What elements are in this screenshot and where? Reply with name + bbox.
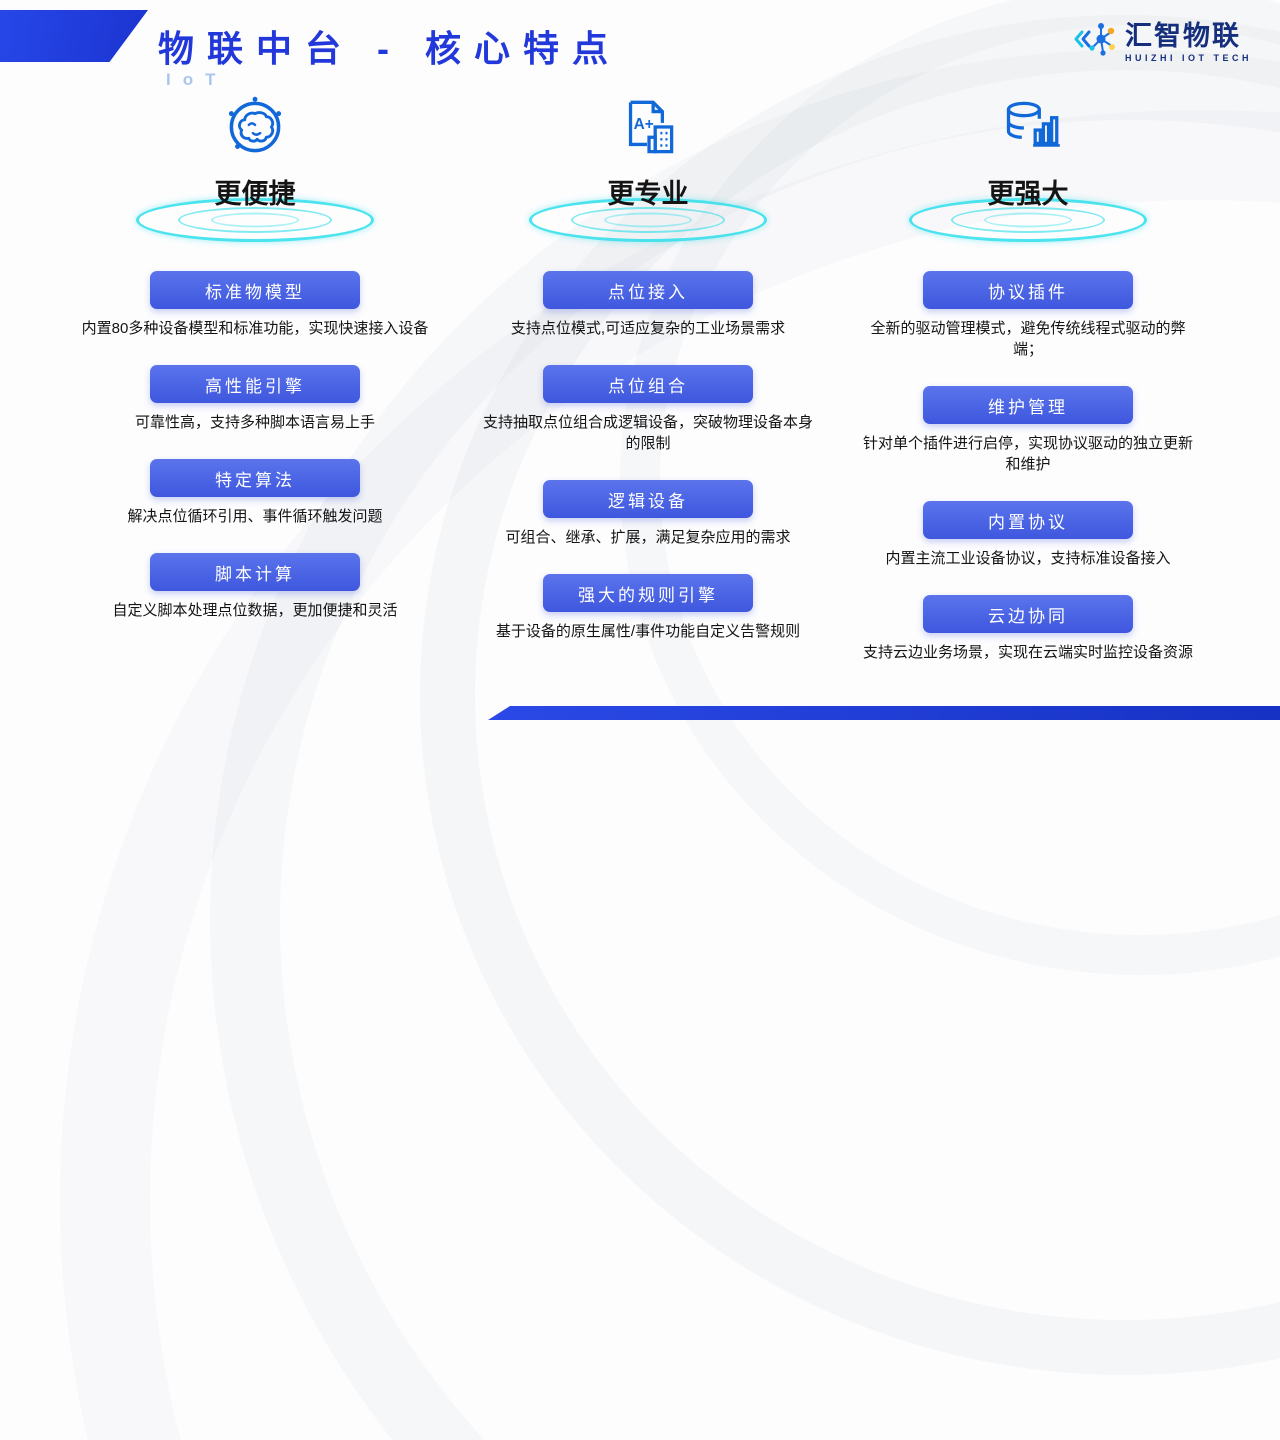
halo-ring-inner xyxy=(211,212,299,228)
brand-text: 汇智物联 HUIZHI IOT TECH xyxy=(1125,21,1252,63)
feature-desc: 支持云边业务场景，实现在云端实时监控设备资源 xyxy=(862,644,1193,661)
feature-item: 内置协议 内置主流工业设备协议，支持标准设备接入 xyxy=(850,501,1206,569)
feature-item: 标准物模型 内置80多种设备模型和标准功能，实现快速接入设备 xyxy=(75,271,435,339)
feature-chip: 协议插件 xyxy=(923,271,1133,309)
database-chart-icon xyxy=(850,90,1206,168)
halo-ring-inner xyxy=(604,212,692,228)
feature-chip: 内置协议 xyxy=(923,501,1133,539)
network-hub-icon xyxy=(1071,16,1117,67)
column-heading: 更便捷 xyxy=(214,179,296,209)
smart-brain-icon xyxy=(75,90,435,168)
halo-ring-inner xyxy=(984,212,1072,228)
feature-desc: 支持点位模式,可适应复杂的工业场景需求 xyxy=(510,320,786,337)
feature-item: 点位组合 支持抽取点位组合成逻辑设备，突破物理设备本身的限制 xyxy=(470,365,826,454)
halo-ring-outer xyxy=(529,198,767,242)
document-certificate-icon: A+ xyxy=(470,90,826,168)
page-subtitle: IoT xyxy=(166,70,228,89)
halo-ring-outer xyxy=(136,198,374,242)
halo-rings xyxy=(470,198,826,242)
feature-column-convenient: 更便捷 标准物模型 内置80多种设备模型和标准功能，实现快速接入设备 高性能引擎… xyxy=(75,90,435,663)
feature-item: 强大的规则引擎 基于设备的原生属性/事件功能自定义告警规则 xyxy=(470,574,826,642)
feature-chip: 点位组合 xyxy=(543,365,753,403)
feature-desc: 支持抽取点位组合成逻辑设备，突破物理设备本身的限制 xyxy=(482,414,813,452)
feature-chip: 逻辑设备 xyxy=(543,480,753,518)
feature-desc: 基于设备的原生属性/事件功能自定义告警规则 xyxy=(495,623,801,640)
feature-column-powerful: 更强大 协议插件 全新的驱动管理模式，避免传统线程式驱动的弊端； 维护管理 针对… xyxy=(850,90,1206,663)
feature-desc: 全新的驱动管理模式，避免传统线程式驱动的弊端； xyxy=(870,320,1186,358)
halo-rings xyxy=(850,198,1206,242)
halo-ring-outer xyxy=(909,198,1147,242)
feature-desc: 自定义脚本处理点位数据，更加便捷和灵活 xyxy=(112,602,398,619)
feature-desc: 解决点位循环引用、事件循环触发问题 xyxy=(127,508,383,525)
feature-chip: 维护管理 xyxy=(923,386,1133,424)
feature-item: 维护管理 针对单个插件进行启停，实现协议驱动的独立更新和维护 xyxy=(850,386,1206,475)
feature-desc: 内置主流工业设备协议，支持标准设备接入 xyxy=(885,550,1171,567)
halo-ring-middle xyxy=(951,207,1105,233)
corner-accent-shape xyxy=(0,10,148,62)
feature-column-professional: A+ 更专业 点位接入 支持点位模式,可适应复杂的工业场景需求 点位组合 支持抽… xyxy=(470,90,826,663)
column-heading: 更专业 xyxy=(607,179,689,209)
feature-desc: 可组合、继承、扩展，满足复杂应用的需求 xyxy=(505,529,791,546)
feature-chip: 强大的规则引擎 xyxy=(543,574,753,612)
brand-tagline: HUIZHI IOT TECH xyxy=(1125,52,1252,63)
feature-chip: 标准物模型 xyxy=(150,271,360,309)
halo-ring-middle xyxy=(178,207,332,233)
feature-desc: 内置80多种设备模型和标准功能，实现快速接入设备 xyxy=(81,320,429,337)
feature-item: 协议插件 全新的驱动管理模式，避免传统线程式驱动的弊端； xyxy=(850,271,1206,360)
footer-accent-bar xyxy=(488,706,1280,720)
feature-item: 脚本计算 自定义脚本处理点位数据，更加便捷和灵活 xyxy=(75,553,435,621)
feature-desc: 可靠性高，支持多种脚本语言易上手 xyxy=(134,414,375,431)
feature-item: 云边协同 支持云边业务场景，实现在云端实时监控设备资源 xyxy=(850,595,1206,663)
feature-columns: 更便捷 标准物模型 内置80多种设备模型和标准功能，实现快速接入设备 高性能引擎… xyxy=(75,90,1206,663)
feature-chip: 特定算法 xyxy=(150,459,360,497)
feature-chip: 脚本计算 xyxy=(150,553,360,591)
column-heading: 更强大 xyxy=(987,179,1069,209)
halo-ring-middle xyxy=(571,207,725,233)
svg-text:A+: A+ xyxy=(634,116,654,133)
brand-logo: 汇智物联 HUIZHI IOT TECH xyxy=(1071,16,1252,67)
feature-item: 逻辑设备 可组合、继承、扩展，满足复杂应用的需求 xyxy=(470,480,826,548)
feature-item: 高性能引擎 可靠性高，支持多种脚本语言易上手 xyxy=(75,365,435,433)
page-title: 物联中台 - 核心特点 xyxy=(158,28,621,69)
feature-item: 特定算法 解决点位循环引用、事件循环触发问题 xyxy=(75,459,435,527)
halo-rings xyxy=(75,198,435,242)
feature-chip: 点位接入 xyxy=(543,271,753,309)
feature-desc: 针对单个插件进行启停，实现协议驱动的独立更新和维护 xyxy=(862,435,1193,473)
brand-name: 汇智物联 xyxy=(1125,20,1241,51)
feature-chip: 云边协同 xyxy=(923,595,1133,633)
feature-chip: 高性能引擎 xyxy=(150,365,360,403)
feature-item: 点位接入 支持点位模式,可适应复杂的工业场景需求 xyxy=(470,271,826,339)
